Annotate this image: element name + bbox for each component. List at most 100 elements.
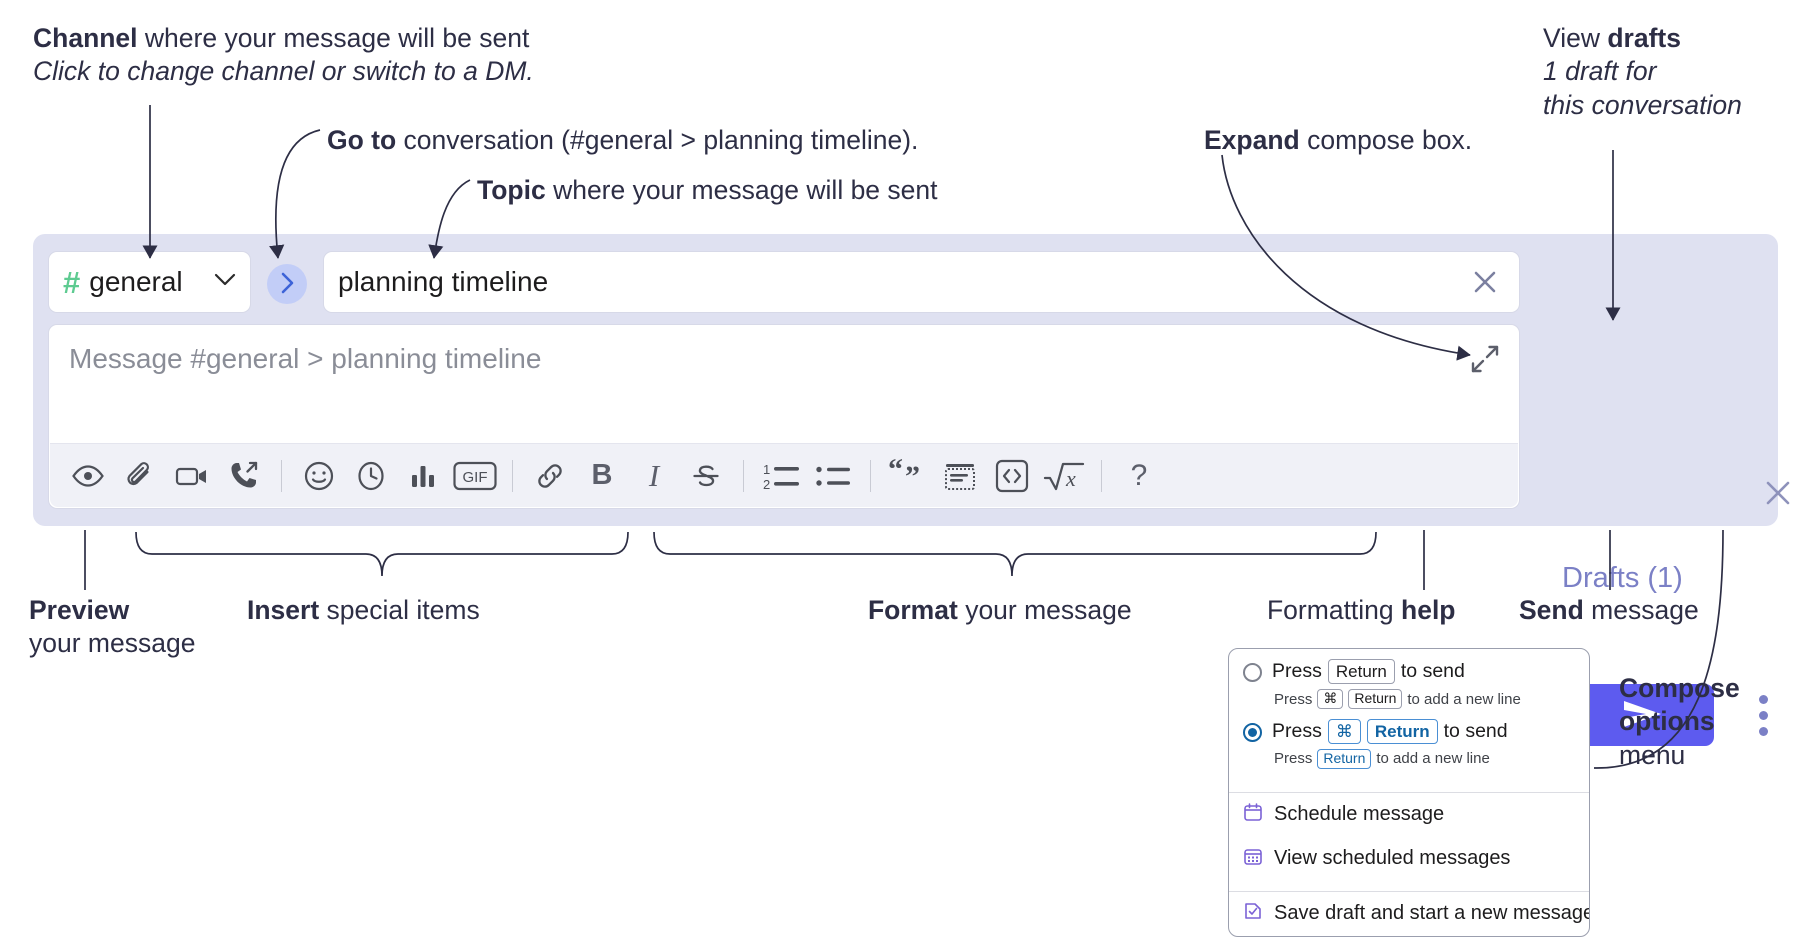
- separator-3: [743, 459, 744, 492]
- annotation-topic-bold: Topic: [477, 175, 546, 205]
- svg-text:”: ”: [905, 460, 920, 493]
- italic-icon: I: [648, 457, 660, 493]
- clock-icon: [354, 459, 388, 493]
- code-block-icon: [943, 460, 977, 492]
- press-label: Press: [1272, 719, 1322, 742]
- send-option-return-sublabel: Press ⌘ Return to add a new line: [1272, 689, 1521, 709]
- quote-icon: “ ”: [887, 459, 929, 493]
- ordered-list-button[interactable]: 1 2: [755, 450, 807, 502]
- gif-icon: GIF: [453, 460, 497, 492]
- send-option-cmd-return-sublabel: Press Return to add a new line: [1272, 749, 1508, 769]
- math-button[interactable]: x: [1038, 450, 1090, 502]
- menu-item-save-draft[interactable]: Save draft and start a new message: [1229, 892, 1589, 936]
- smiley-icon: [302, 459, 336, 493]
- press-label: Press: [1274, 750, 1313, 768]
- link-icon: [533, 459, 567, 493]
- send-option-cmd-return-label: Press ⌘ Return to send: [1272, 718, 1508, 744]
- annotation-goto-rest: conversation (#general > planning timeli…: [396, 125, 919, 155]
- bold-button[interactable]: B: [576, 450, 628, 502]
- annotation-drafts: View drafts 1 draft for this conversatio…: [1543, 22, 1742, 122]
- hash-icon: #: [63, 264, 81, 300]
- message-input[interactable]: Message #general > planning timeline: [48, 324, 1520, 509]
- eye-icon: [71, 459, 105, 493]
- code-button[interactable]: [934, 450, 986, 502]
- svg-text:x: x: [1065, 466, 1076, 491]
- blockquote-button[interactable]: “ ”: [882, 450, 934, 502]
- new-line-label: to add a new line: [1376, 750, 1490, 768]
- annotation-expand-rest: compose box.: [1299, 125, 1473, 155]
- send-option-cmd-return[interactable]: Press ⌘ Return to send Press Return to a…: [1229, 709, 1589, 782]
- annotation-compose-options-plain: menu: [1619, 739, 1686, 770]
- separator-4: [870, 459, 871, 492]
- annotation-preview: Preview your message: [29, 594, 195, 661]
- key-command: ⌘: [1327, 718, 1361, 744]
- annotation-expand: Expand compose box.: [1204, 124, 1472, 157]
- annotation-insert-rest: special items: [319, 595, 480, 625]
- formatting-toolbar: GIF B I: [50, 443, 1518, 507]
- go-to-conversation-button[interactable]: [267, 264, 307, 304]
- strikethrough-icon: [691, 459, 721, 493]
- ordered-list-icon: 1 2: [761, 460, 801, 492]
- compose-options-button[interactable]: [1743, 686, 1783, 744]
- expand-icon[interactable]: [1467, 341, 1503, 377]
- annotation-send: Send message: [1519, 594, 1699, 627]
- attach-button[interactable]: [114, 450, 166, 502]
- audio-clip-button[interactable]: [218, 450, 270, 502]
- chevron-down-icon: [214, 273, 236, 292]
- video-camera-icon: [174, 459, 210, 493]
- message-placeholder: Message #general > planning timeline: [69, 343, 542, 374]
- radio-unselected-icon[interactable]: [1243, 663, 1262, 682]
- compose-box: # general planning timeline Message #gen…: [33, 234, 1790, 746]
- menu-item-label: View scheduled messages: [1274, 847, 1511, 869]
- annotation-help-plain: Formatting: [1267, 595, 1402, 625]
- kebab-dot: [1758, 726, 1768, 736]
- annotation-help: Formatting help: [1267, 594, 1456, 627]
- schedule-button[interactable]: [345, 450, 397, 502]
- annotation-channel: Channel where your message will be sent …: [33, 22, 534, 89]
- compose-inner: # general planning timeline Message #gen…: [33, 234, 1535, 526]
- annotation-send-bold: Send: [1519, 595, 1584, 625]
- gif-button[interactable]: GIF: [449, 450, 501, 502]
- phone-arrow-icon: [227, 459, 261, 493]
- annotation-channel-rest: where your message will be sent: [137, 23, 530, 53]
- topic-value: planning timeline: [338, 266, 549, 297]
- video-clip-button[interactable]: [166, 450, 218, 502]
- channel-selector[interactable]: # general: [48, 251, 251, 313]
- menu-item-view-scheduled[interactable]: View scheduled messages: [1229, 837, 1589, 881]
- drafts-link[interactable]: Drafts (1): [1562, 562, 1683, 594]
- chevron-right-icon: [279, 272, 295, 297]
- formatting-help-button[interactable]: ?: [1113, 450, 1165, 502]
- kebab-dot: [1758, 710, 1768, 720]
- menu-divider: [1229, 791, 1589, 793]
- square-root-icon: x: [1042, 458, 1086, 494]
- code-brackets-icon: [994, 458, 1030, 494]
- calendar-icon: [1243, 802, 1263, 828]
- close-panel-button[interactable]: [1757, 472, 1799, 514]
- topic-field[interactable]: planning timeline: [323, 251, 1520, 313]
- radio-selected-icon[interactable]: [1243, 722, 1262, 742]
- bulleted-list-button[interactable]: [807, 450, 859, 502]
- poll-button[interactable]: [397, 450, 449, 502]
- code-snippet-button[interactable]: [986, 450, 1038, 502]
- preview-button[interactable]: [62, 450, 114, 502]
- emoji-button[interactable]: [293, 450, 345, 502]
- menu-item-label: Save draft and start a new message: [1274, 902, 1590, 924]
- send-option-return[interactable]: Press Return to send Press ⌘ Return to a…: [1229, 649, 1589, 709]
- annotation-topic-rest: where your message will be sent: [545, 175, 938, 205]
- svg-text:1: 1: [763, 462, 770, 477]
- annotation-compose-options-bold1: Compose: [1619, 673, 1740, 703]
- menu-item-schedule-message[interactable]: Schedule message: [1229, 793, 1589, 837]
- strikethrough-button[interactable]: [680, 450, 732, 502]
- annotation-drafts-bold: drafts: [1607, 23, 1681, 53]
- annotation-send-rest: message: [1583, 595, 1699, 625]
- link-button[interactable]: [524, 450, 576, 502]
- annotation-compose-options: Compose options menu: [1619, 672, 1740, 772]
- key-return: Return: [1317, 749, 1372, 769]
- annotation-drafts-plain: View: [1543, 23, 1608, 53]
- svg-text:2: 2: [763, 477, 770, 492]
- close-icon[interactable]: [1465, 262, 1505, 302]
- italic-button[interactable]: I: [628, 450, 680, 502]
- new-line-label: to add a new line: [1407, 690, 1521, 708]
- menu-item-label: Schedule message: [1274, 803, 1445, 825]
- compose-options-menu: Press Return to send Press ⌘ Return to a…: [1228, 648, 1590, 937]
